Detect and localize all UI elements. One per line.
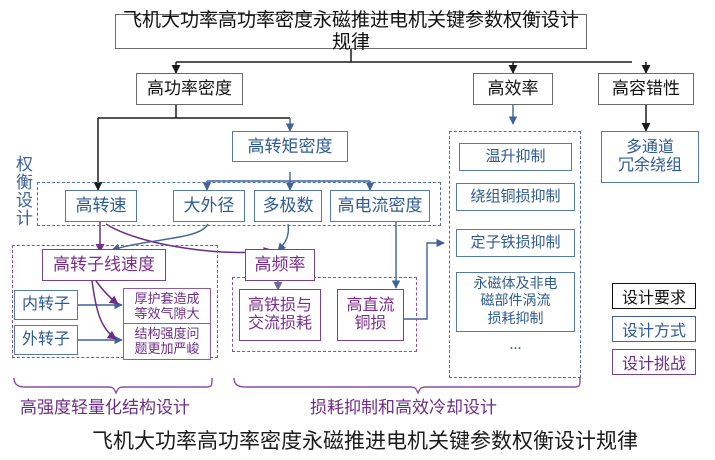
node-label: 多极数 bbox=[262, 196, 314, 216]
node-label-line2: 铜损 bbox=[354, 315, 387, 332]
node-label-line1: 高直流 bbox=[346, 297, 395, 315]
node-label-line1: 高铁损与 bbox=[247, 297, 312, 315]
node-multichannel-redundant-winding[interactable]: 多通道 冗余绕组 bbox=[601, 131, 699, 183]
caption-text: 高强度轻量化结构设计 bbox=[20, 398, 190, 417]
node-magnet-eddy-loss-suppression[interactable]: 永磁体及非电 磁部件涡流 损耗抑制 bbox=[456, 272, 575, 332]
node-inner-rotor[interactable]: 内转子 bbox=[14, 290, 78, 320]
node-label-line1: 多通道 bbox=[625, 139, 674, 157]
node-label: 高频率 bbox=[254, 255, 306, 275]
node-label: 绕组铜损抑制 bbox=[470, 188, 561, 205]
node-label-line2: 冗余绕组 bbox=[617, 157, 682, 174]
ellipsis-text: ... bbox=[509, 336, 522, 353]
node-label: 高功率密度 bbox=[147, 79, 232, 99]
node-label: 高效率 bbox=[487, 79, 539, 99]
node-high-speed[interactable]: 高转速 bbox=[65, 190, 137, 222]
node-label-line2: 交流损耗 bbox=[247, 315, 312, 332]
node-label-line2: 等效气隙大 bbox=[134, 305, 200, 321]
node-label: 大外径 bbox=[183, 196, 235, 216]
legend-label: 设计挑战 bbox=[621, 356, 686, 373]
node-winding-copper-loss-suppression[interactable]: 绕组铜损抑制 bbox=[456, 183, 575, 211]
legend-item-requirement: 设计要求 bbox=[612, 283, 696, 309]
efficiency-ellipsis: ... bbox=[456, 336, 575, 354]
node-label: 高转速 bbox=[75, 196, 127, 216]
node-iron-and-ac-loss[interactable]: 高铁损与 交流损耗 bbox=[239, 289, 321, 341]
node-label: 高转矩密度 bbox=[247, 136, 333, 156]
legend-label: 设计要求 bbox=[621, 290, 686, 307]
node-label: 外转子 bbox=[21, 331, 70, 349]
region-efficiency-measures bbox=[449, 131, 581, 378]
node-thick-sleeve-airgap[interactable]: 厚护套造成 等效气隙大 bbox=[123, 288, 211, 325]
caption-text: 损耗抑制和高效冷却设计 bbox=[310, 398, 497, 417]
legend-item-challenge: 设计挑战 bbox=[612, 349, 696, 375]
node-label: 高电流密度 bbox=[337, 196, 423, 216]
caption-loss-cooling-design: 损耗抑制和高效冷却设计 bbox=[310, 393, 497, 418]
node-label: 内转子 bbox=[21, 296, 70, 314]
node-label: 高容错性 bbox=[612, 79, 680, 99]
node-label-line3: 损耗抑制 bbox=[487, 311, 544, 327]
node-label: 定子铁损抑制 bbox=[470, 234, 561, 251]
node-label: 温升抑制 bbox=[485, 148, 546, 165]
figure-caption: 飞机大功率高功率密度永磁推进电机关键参数权衡设计规律 bbox=[92, 425, 638, 455]
tradeoff-design-label: 权衡设计 bbox=[13, 155, 32, 227]
node-stator-iron-loss-suppression[interactable]: 定子铁损抑制 bbox=[456, 229, 575, 257]
node-label-line2: 磁部件涡流 bbox=[480, 294, 551, 310]
node-high-dc-copper-loss[interactable]: 高直流 铜损 bbox=[337, 289, 404, 341]
node-high-rotor-linear-speed[interactable]: 高转子线速度 bbox=[42, 249, 166, 281]
node-many-poles[interactable]: 多极数 bbox=[254, 190, 322, 222]
node-high-fault-tolerance[interactable]: 高容错性 bbox=[598, 73, 694, 105]
node-high-power-density[interactable]: 高功率密度 bbox=[136, 73, 243, 105]
node-temperature-rise-suppression[interactable]: 温升抑制 bbox=[459, 143, 572, 171]
node-outer-rotor[interactable]: 外转子 bbox=[14, 325, 78, 355]
tradeoff-design-text: 权衡设计 bbox=[13, 155, 32, 227]
node-label: 高转子线速度 bbox=[53, 255, 155, 275]
node-high-efficiency[interactable]: 高效率 bbox=[473, 73, 553, 105]
node-label-line2: 题更加严峻 bbox=[134, 340, 200, 356]
node-high-current-density[interactable]: 高电流密度 bbox=[330, 190, 430, 222]
node-large-outer-diameter[interactable]: 大外径 bbox=[173, 190, 245, 222]
legend-label: 设计方式 bbox=[621, 323, 686, 340]
diagram-title-box: 飞机大功率高功率密度永磁推进电机关键参数权衡设计规律 bbox=[115, 10, 587, 53]
caption-structure-design: 高强度轻量化结构设计 bbox=[20, 393, 190, 418]
legend-item-method: 设计方式 bbox=[612, 316, 696, 342]
node-structural-strength-issue[interactable]: 结构强度问 题更加严峻 bbox=[123, 323, 211, 360]
node-high-torque-density[interactable]: 高转矩密度 bbox=[232, 131, 348, 162]
node-high-frequency[interactable]: 高频率 bbox=[245, 249, 315, 281]
node-label-line1: 结构强度问 bbox=[134, 325, 200, 341]
node-label-line1: 厚护套造成 bbox=[134, 290, 200, 306]
node-label-line1: 永磁体及非电 bbox=[473, 276, 558, 292]
figure-caption-text: 飞机大功率高功率密度永磁推进电机关键参数权衡设计规律 bbox=[92, 429, 638, 453]
diagram-title-text: 飞机大功率高功率密度永磁推进电机关键参数权衡设计规律 bbox=[122, 10, 579, 53]
